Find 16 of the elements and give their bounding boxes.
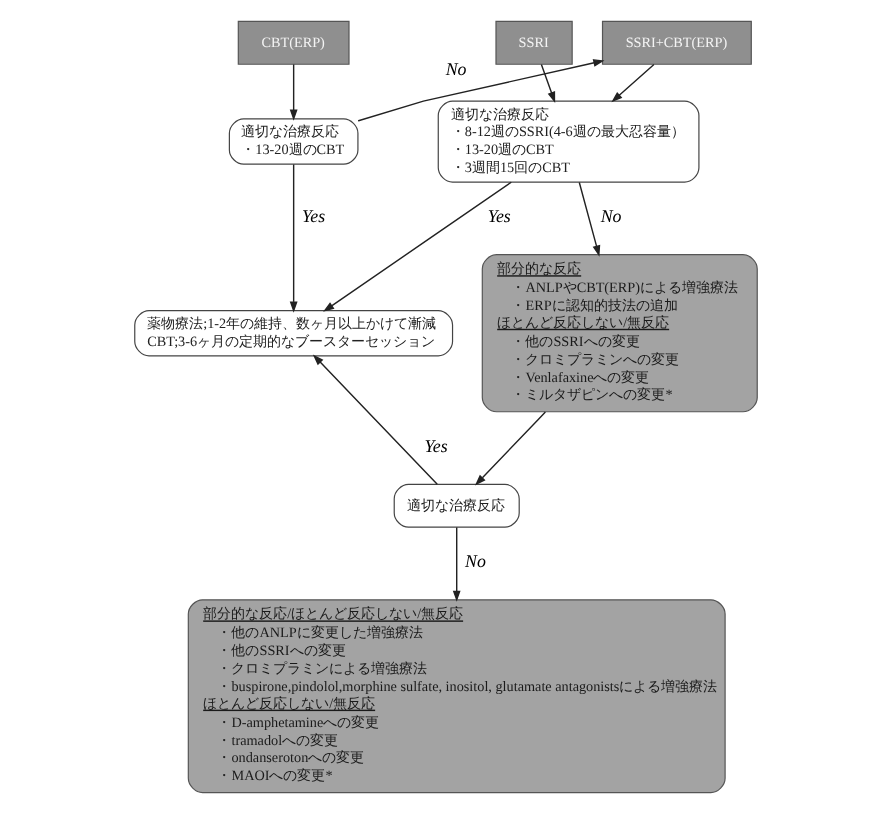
- edge-label: No: [600, 205, 622, 226]
- arrow: [357, 59, 605, 122]
- arrow: [611, 63, 655, 103]
- edge-label: No: [445, 58, 467, 79]
- edge-label: Yes: [424, 435, 448, 456]
- arrow: [452, 526, 461, 602]
- arrow: [540, 63, 556, 103]
- edge-label: Yes: [487, 205, 511, 226]
- arrow: [289, 63, 298, 121]
- edge-label: Yes: [301, 205, 326, 226]
- arrow: [289, 163, 298, 313]
- arrow: [474, 411, 547, 486]
- edge-label: No: [465, 551, 486, 572]
- arrow: [323, 181, 512, 312]
- arrow: [312, 354, 438, 485]
- arrow: [578, 181, 601, 257]
